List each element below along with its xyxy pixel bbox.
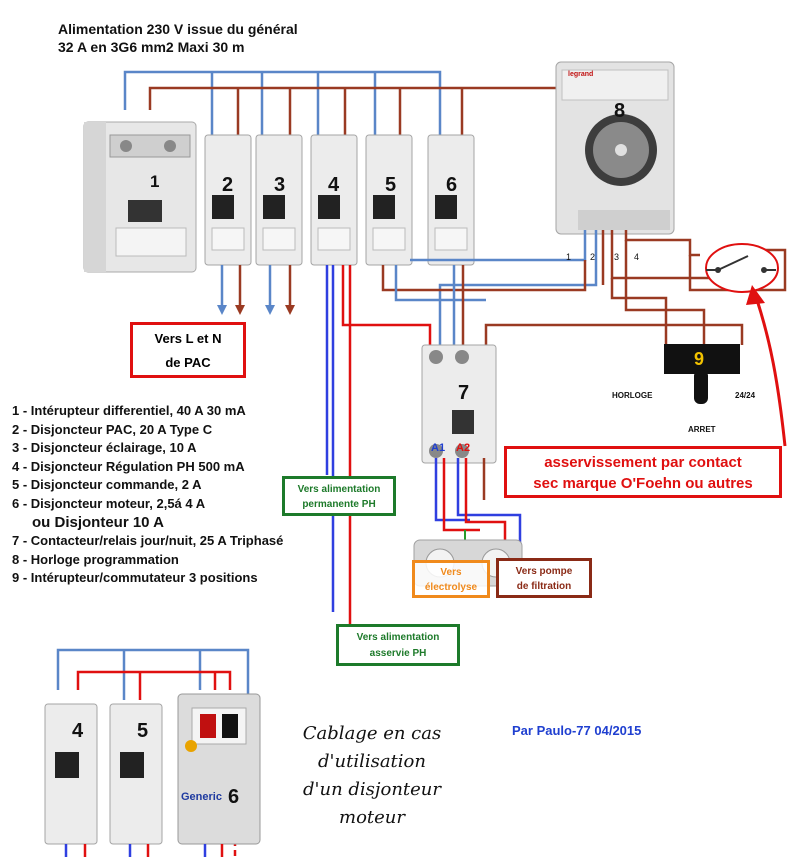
bottom-output-wires — [64, 844, 224, 857]
differential-switch-1 — [83, 121, 197, 273]
motor-note-line-2: d'utilisation — [318, 751, 426, 772]
box-asservissement-line-2: sec marque O'Foehn ou autres — [533, 475, 753, 492]
motor-breaker-note: Cablage en cas d'utilisation d'un disjon… — [302, 720, 442, 832]
device-number-7: 7 — [458, 382, 470, 404]
breaker-2 — [204, 134, 252, 266]
legend-item-9: 9 - Intérupteur/commutateur 3 positions — [12, 570, 258, 586]
header-line-2: 32 A en 3G6 mm2 Maxi 30 m — [58, 39, 245, 55]
device-number-2: 2 — [222, 174, 234, 196]
box-vers-pac-line-2: de PAC — [165, 355, 211, 370]
timer-8 — [555, 61, 675, 235]
box-alim-asservie-line-1: Vers alimentation — [356, 632, 440, 643]
motor-note-line-4: moteur — [339, 807, 405, 828]
box-alim-permanente: Vers alimentation permanente PH — [282, 476, 396, 516]
component-legend: 1 - Intérupteur differentiel, 40 A 30 mA… — [12, 402, 283, 588]
header-line-1: Alimentation 230 V issue du général — [58, 21, 298, 37]
selector-switch-9 — [664, 344, 740, 404]
timer-terminal-1: 1 — [566, 252, 572, 262]
switch-label-horloge: HORLOGE — [612, 391, 653, 400]
box-alim-asservie: Vers alimentation asservie PH — [336, 624, 460, 666]
legend-item-7: 7 - Contacteur/relais jour/nuit, 25 A Tr… — [12, 533, 284, 549]
legend-item-4: 4 - Disjoncteur Régulation PH 500 mA — [12, 458, 245, 474]
bottom-breaker-5 — [109, 703, 163, 845]
box-vers-pac-line-1: Vers L et N — [154, 331, 222, 346]
contactor-7 — [421, 344, 497, 464]
device-number-1: 1 — [150, 172, 160, 191]
box-electrolyse-line-2: électrolyse — [424, 582, 478, 593]
contactor-terminal-a2: A2 — [456, 442, 471, 454]
legend-item-2: 2 - Disjoncteur PAC, 20 A Type C — [12, 421, 213, 437]
breaker-6 — [427, 134, 475, 266]
device-number-8: 8 — [614, 100, 626, 122]
box-vers-pac: Vers L et N de PAC — [130, 322, 246, 378]
bottom-number-5: 5 — [137, 720, 149, 742]
box-asservissement-line-1: asservissement par contact — [544, 454, 742, 471]
box-asservissement: asservissement par contact sec marque O'… — [504, 446, 782, 498]
motor-breaker-6 — [177, 693, 261, 845]
box-alim-asservie-line-2: asservie PH — [369, 648, 427, 659]
bottom-number-6: 6 — [228, 786, 240, 808]
red-arrowhead — [746, 285, 765, 305]
box-alim-permanente-line-2: permanente PH — [302, 499, 376, 510]
bottom-number-4: 4 — [72, 720, 84, 742]
device-number-9: 9 — [694, 349, 705, 369]
breaker-4 — [310, 134, 358, 266]
switch-label-24-24: 24/24 — [735, 391, 756, 400]
device-number-6: 6 — [446, 174, 458, 196]
legend-item-5: 5 - Disjoncteur commande, 2 A — [12, 477, 202, 493]
legend-item-8: 8 - Horloge programmation — [12, 551, 179, 567]
dry-contact-symbol — [705, 243, 779, 293]
motor-note-line-3: d'un disjonteur — [303, 779, 441, 800]
bottom-neutral-bus — [56, 648, 250, 700]
box-electrolyse: Vers électrolyse — [412, 560, 490, 598]
switch-label-arret: ARRET — [688, 425, 716, 434]
pac-output-wires — [217, 265, 295, 315]
generic-brand: Generic — [181, 791, 222, 803]
contactor-terminal-a1: A1 — [431, 442, 446, 454]
bottom-breaker-4 — [44, 703, 98, 845]
timer-brand: legrand — [568, 71, 594, 78]
box-pompe-line-1: Vers pompe — [515, 566, 573, 577]
device-number-5: 5 — [385, 174, 397, 196]
legend-item-1: 1 - Intérupteur differentiel, 40 A 30 mA — [12, 403, 246, 418]
feed-wires — [325, 260, 587, 625]
legend-item-6: 6 - Disjoncteur moteur, 2,5á 4 A — [12, 495, 206, 511]
legend-item-6-alt: ou Disjonteur 10 A — [32, 513, 164, 531]
legend-item-3: 3 - Disjoncteur éclairage, 10 A — [12, 440, 197, 456]
contactor-output-wires — [434, 458, 522, 555]
breaker-3 — [255, 134, 303, 266]
timer-terminal-4: 4 — [634, 252, 640, 262]
box-pompe: Vers pompe de filtration — [496, 558, 592, 598]
box-alim-permanente-line-1: Vers alimentation — [297, 484, 381, 495]
timer-terminal-2: 2 — [590, 252, 596, 262]
top-neutral-bus — [123, 70, 442, 140]
device-number-4: 4 — [328, 174, 340, 196]
box-electrolyse-line-1: Vers — [440, 567, 462, 578]
red-pointer-arrow — [755, 299, 787, 447]
box-pompe-line-2: de filtration — [516, 581, 572, 592]
signature: Par Paulo-77 04/2015 — [512, 723, 642, 738]
breaker-5 — [365, 134, 413, 266]
timer-terminal-3: 3 — [614, 252, 620, 262]
device-number-3: 3 — [274, 174, 286, 196]
motor-note-line-1: Cablage en cas — [302, 723, 442, 744]
